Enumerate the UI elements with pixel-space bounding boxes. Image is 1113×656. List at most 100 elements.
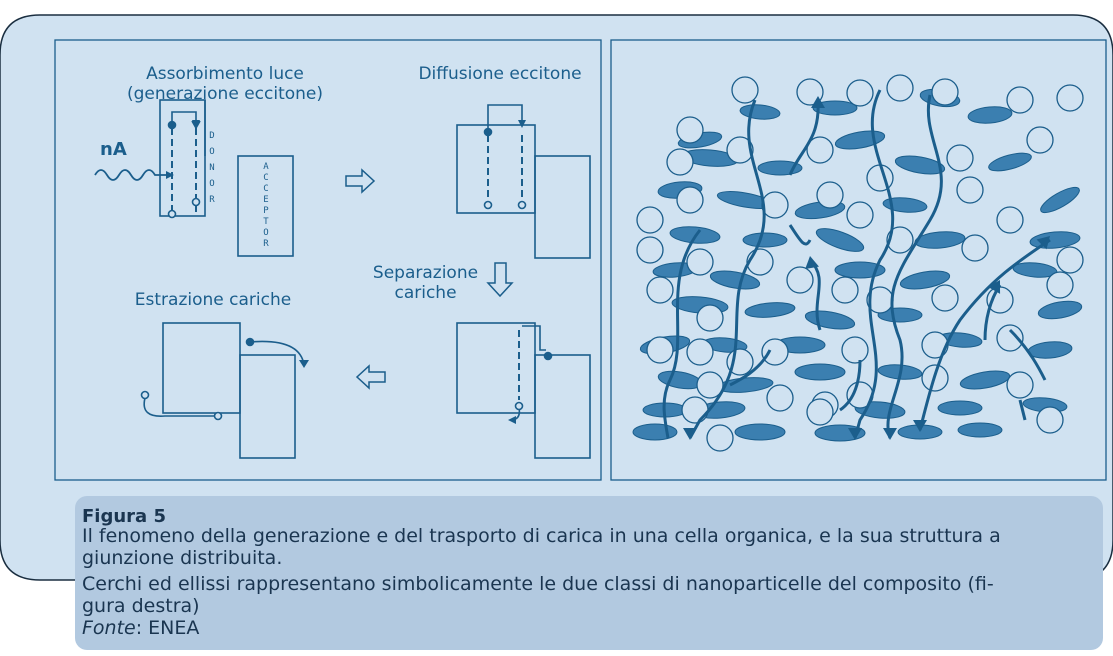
label-separation-line2: cariche: [394, 283, 457, 303]
charge-path: [788, 101, 820, 176]
acceptor-letter: A: [263, 162, 269, 172]
step-arrow-right: [345, 168, 376, 194]
particle-ellipse: [744, 302, 796, 318]
particle-ellipse: [632, 423, 678, 441]
particle-circle: [1046, 271, 1074, 299]
particle-circle: [666, 148, 694, 176]
donor-letter: O: [209, 147, 215, 157]
donor-letter: R: [209, 195, 215, 205]
label-na: nA: [100, 139, 127, 160]
acceptor-letter: E: [263, 195, 269, 205]
charge-path: [662, 229, 702, 439]
particle-circle: [1006, 371, 1034, 399]
particle-ellipse: [734, 423, 786, 441]
particle-circle: [731, 76, 759, 104]
particle-circle: [956, 176, 984, 204]
label-diffusion: Diffusione eccitone: [418, 64, 582, 84]
particle-ellipse: [957, 422, 1003, 438]
particle-ellipse: [742, 232, 788, 248]
particle-ellipse: [899, 270, 951, 290]
acceptor-vertical-label: A C C E P T O R: [260, 162, 272, 250]
particle-circle: [996, 324, 1024, 352]
charge-path: [839, 359, 862, 412]
acceptor-letter: P: [263, 206, 269, 216]
acceptor-box-3: [534, 354, 591, 459]
particle-circle: [866, 164, 894, 192]
charge-path: [853, 89, 895, 439]
charge-path: [918, 238, 1051, 431]
particle-circle: [996, 206, 1024, 234]
particle-circle: [646, 336, 674, 364]
charge-arrowhead: [811, 96, 825, 108]
particle-ellipse: [967, 106, 1013, 124]
acceptor-letter: R: [263, 239, 269, 249]
particle-circle: [846, 79, 874, 107]
nanoparticle-structure: [632, 74, 1084, 452]
charge-arrowhead: [683, 428, 697, 440]
particle-circle: [676, 116, 704, 144]
particle-ellipse: [834, 261, 886, 279]
acceptor-box-1: [237, 155, 294, 257]
particle-circle: [636, 236, 664, 264]
particle-circle: [696, 371, 724, 399]
particle-circle: [1006, 86, 1034, 114]
caption-box: [75, 496, 1103, 650]
acceptor-box-2: [534, 155, 591, 259]
charge-path: [1018, 399, 1027, 421]
particle-circle: [806, 398, 834, 426]
particle-circle: [796, 78, 824, 106]
caption-source-label: Fonte: [82, 617, 136, 639]
particle-circle: [841, 336, 869, 364]
charge-arrowhead: [883, 428, 897, 440]
particle-circle: [1026, 126, 1054, 154]
particle-ellipse: [1040, 186, 1080, 214]
particle-circle: [646, 276, 674, 304]
charge-arrowhead: [987, 280, 1001, 294]
particle-circle: [696, 304, 724, 332]
particle-circle: [766, 384, 794, 412]
particle-circle: [676, 186, 704, 214]
step-arrow-down: [486, 262, 514, 298]
particle-ellipse: [894, 155, 946, 175]
donor-letter: O: [209, 179, 215, 189]
label-separation-line1: Separazione: [372, 263, 479, 283]
particle-circle: [706, 424, 734, 452]
acceptor-letter: C: [263, 173, 269, 183]
charge-path: [1008, 328, 1047, 381]
acceptor-letter: T: [263, 217, 269, 227]
charge-path: [688, 99, 766, 439]
donor-vertical-label: D O N O R: [206, 128, 218, 208]
particle-circle: [746, 248, 774, 276]
particle-circle: [816, 181, 844, 209]
particle-circle: [761, 191, 789, 219]
donor-box-1: [159, 99, 206, 217]
charge-path: [788, 224, 812, 246]
acceptor-letter: C: [263, 184, 269, 194]
particle-circle: [846, 201, 874, 229]
charge-arrowhead: [805, 256, 819, 270]
particle-circle: [886, 74, 914, 102]
particle-circle: [686, 248, 714, 276]
particle-circle: [886, 226, 914, 254]
particle-ellipse: [937, 400, 983, 416]
particle-circle: [1036, 406, 1064, 434]
particle-circle: [726, 136, 754, 164]
donor-letter: D: [209, 131, 215, 141]
particle-circle: [1056, 246, 1084, 274]
caption-line-1: Il fenomeno della generazione e del tras…: [82, 525, 1001, 547]
caption-line-3: Cerchi ed ellissi rappresentano simbolic…: [82, 573, 994, 595]
particle-circle: [786, 266, 814, 294]
particle-ellipse: [1037, 300, 1083, 320]
acceptor-letter: O: [263, 228, 269, 238]
charge-arrowhead: [1036, 236, 1050, 250]
particle-ellipse: [709, 270, 761, 290]
particle-ellipse: [959, 370, 1011, 390]
charge-arrowhead: [913, 420, 927, 432]
particle-circle: [636, 206, 664, 234]
particle-ellipse: [794, 363, 846, 381]
left-panel: [54, 39, 602, 481]
label-separation: Separazione cariche: [368, 263, 483, 303]
particle-circle: [931, 284, 959, 312]
caption-line-2: giunzione distribuita.: [82, 547, 283, 569]
